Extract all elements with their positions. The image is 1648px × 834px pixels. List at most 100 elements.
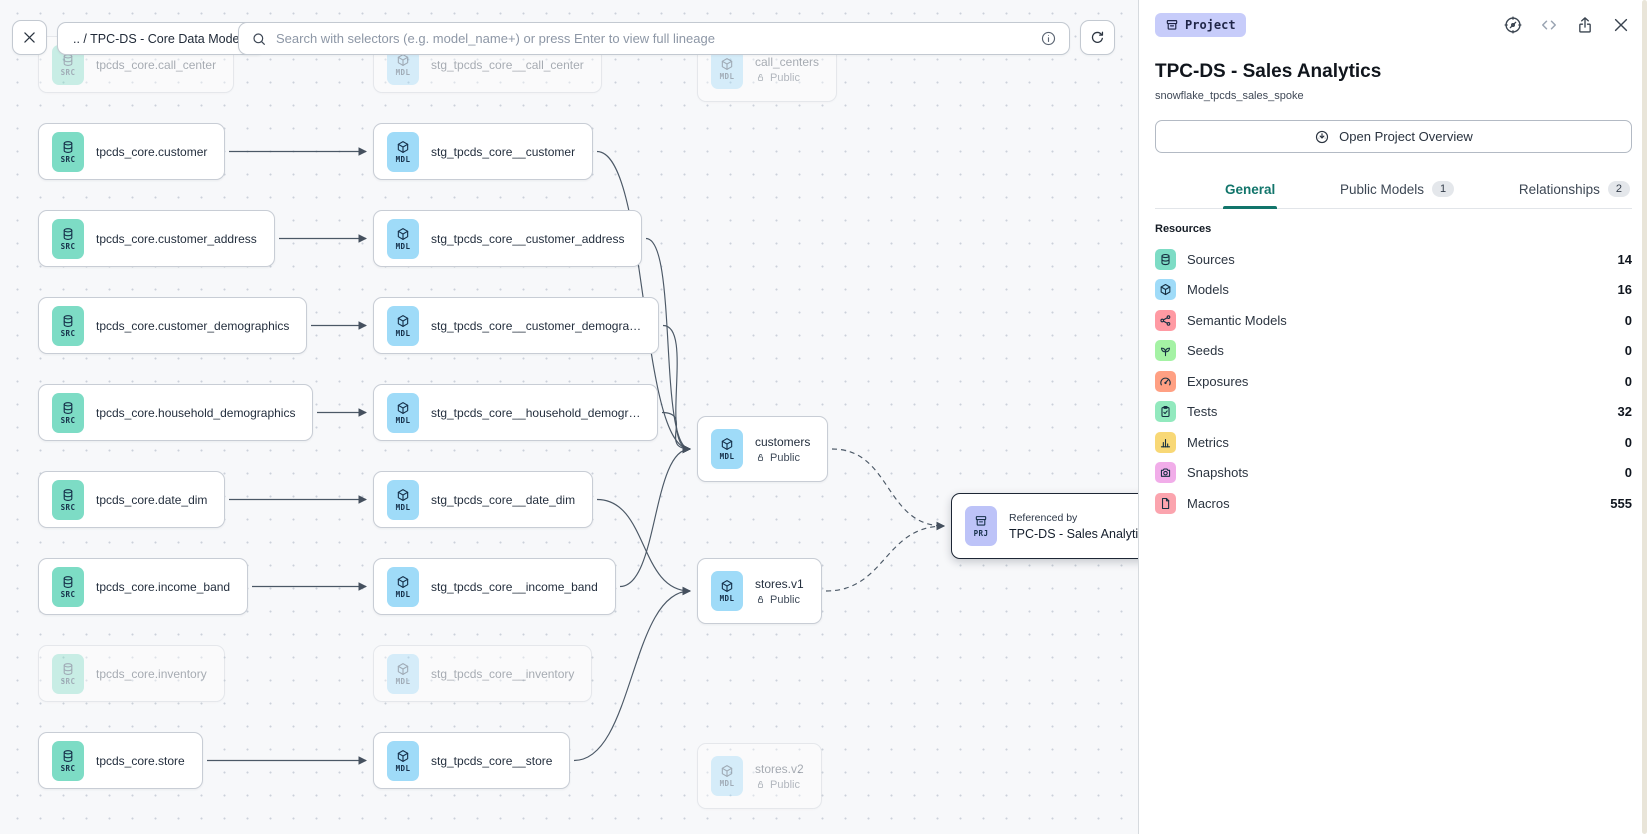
project-type-badge: Project bbox=[1155, 13, 1246, 37]
refresh-button[interactable] bbox=[1080, 20, 1115, 55]
cube-icon bbox=[397, 575, 409, 588]
resource-label: Sources bbox=[1187, 251, 1235, 267]
cube-icon bbox=[397, 53, 409, 66]
breadcrumb-label: .. / TPC-DS - Core Data Models bbox=[73, 31, 249, 46]
node-type-tile: SRC bbox=[52, 653, 84, 694]
node-type-label: MDL bbox=[395, 502, 411, 512]
lineage-edge bbox=[825, 521, 946, 592]
lineage-edge bbox=[619, 444, 692, 588]
breadcrumb[interactable]: .. / TPC-DS - Core Data Models bbox=[57, 22, 265, 55]
explore-button[interactable] bbox=[1502, 14, 1524, 36]
node-label: tpcds_core.income_band bbox=[96, 579, 231, 594]
node-label: stores.v2 bbox=[755, 761, 804, 776]
node-type-label: SRC bbox=[60, 676, 76, 686]
tab-relationships[interactable]: Relationships 2 bbox=[1517, 173, 1632, 208]
page-title: TPC-DS - Sales Analytics bbox=[1155, 61, 1382, 82]
barchart-icon bbox=[1160, 438, 1171, 448]
refresh-icon bbox=[1091, 31, 1104, 43]
code-button[interactable] bbox=[1538, 14, 1560, 36]
tab-public-models[interactable]: Public Models 1 bbox=[1338, 173, 1456, 208]
node-type-tile: SRC bbox=[52, 305, 84, 346]
archive-icon bbox=[1166, 20, 1178, 30]
resource-count: 14 bbox=[1617, 251, 1632, 267]
search-icon bbox=[253, 32, 265, 45]
clipboard-icon bbox=[1161, 406, 1170, 418]
lineage-edge bbox=[573, 586, 692, 762]
details-panel: Project TPC-DS - Sales Analytics snowfla… bbox=[1138, 0, 1648, 834]
open-project-overview-button[interactable]: Open Project Overview bbox=[1155, 120, 1632, 153]
node-type-label: MDL bbox=[395, 67, 411, 77]
cube-icon bbox=[397, 488, 409, 501]
cube-icon bbox=[397, 401, 409, 414]
search-input[interactable] bbox=[276, 31, 1031, 46]
panel-scrollbar[interactable] bbox=[1642, 0, 1647, 834]
tab-general[interactable]: General bbox=[1223, 174, 1278, 209]
lineage-edge bbox=[662, 324, 692, 454]
cube-icon bbox=[397, 314, 409, 327]
info-icon[interactable] bbox=[1040, 30, 1057, 47]
lineage-edges-layer bbox=[207, 147, 946, 765]
node-label: stg_tpcds_core__inventory bbox=[431, 666, 575, 681]
node-label: tpcds_core.call_center bbox=[96, 57, 217, 72]
node-type-tile: SRC bbox=[52, 479, 84, 520]
database-icon bbox=[63, 314, 73, 327]
node-type-tile: MDL bbox=[711, 429, 743, 469]
node-type-tile: MDL bbox=[387, 218, 419, 259]
node-type-label: SRC bbox=[60, 328, 76, 338]
node-label: stg_tpcds_core__customer bbox=[431, 144, 576, 159]
database-icon bbox=[63, 749, 73, 762]
open-project-overview-label: Open Project Overview bbox=[1339, 129, 1473, 144]
cube-icon-tile bbox=[1155, 279, 1176, 301]
close-icon bbox=[1614, 18, 1628, 32]
close-lineage-button[interactable] bbox=[12, 20, 47, 55]
node-label: stg_tpcds_core__customer_demogra… bbox=[431, 318, 642, 333]
lineage-node[interactable]: MDL stg_tpcds_core__customer_address bbox=[373, 210, 643, 267]
resource-label: Semantic Models bbox=[1187, 312, 1287, 328]
node-label: stg_tpcds_core__customer_address bbox=[431, 231, 625, 246]
gauge-icon bbox=[1160, 377, 1171, 386]
close-panel-button[interactable] bbox=[1610, 14, 1632, 36]
lineage-search bbox=[238, 22, 1070, 55]
node-type-label: SRC bbox=[60, 67, 76, 77]
node-type-label: MDL bbox=[719, 594, 735, 603]
tab-badge: 1 bbox=[1432, 181, 1455, 197]
resource-count: 32 bbox=[1617, 404, 1632, 420]
lineage-edge bbox=[645, 237, 692, 454]
barchart-icon-tile bbox=[1155, 431, 1176, 453]
node-type-label: SRC bbox=[60, 241, 76, 251]
resource-row-sources[interactable]: Sources 14 bbox=[1155, 244, 1632, 275]
database-icon bbox=[63, 662, 73, 675]
resource-label: Tests bbox=[1187, 404, 1218, 420]
node-type-tile: SRC bbox=[52, 740, 84, 781]
resource-label: Snapshots bbox=[1187, 465, 1249, 481]
resource-row-tests[interactable]: Tests 32 bbox=[1155, 397, 1632, 428]
share-button[interactable] bbox=[1574, 14, 1596, 36]
